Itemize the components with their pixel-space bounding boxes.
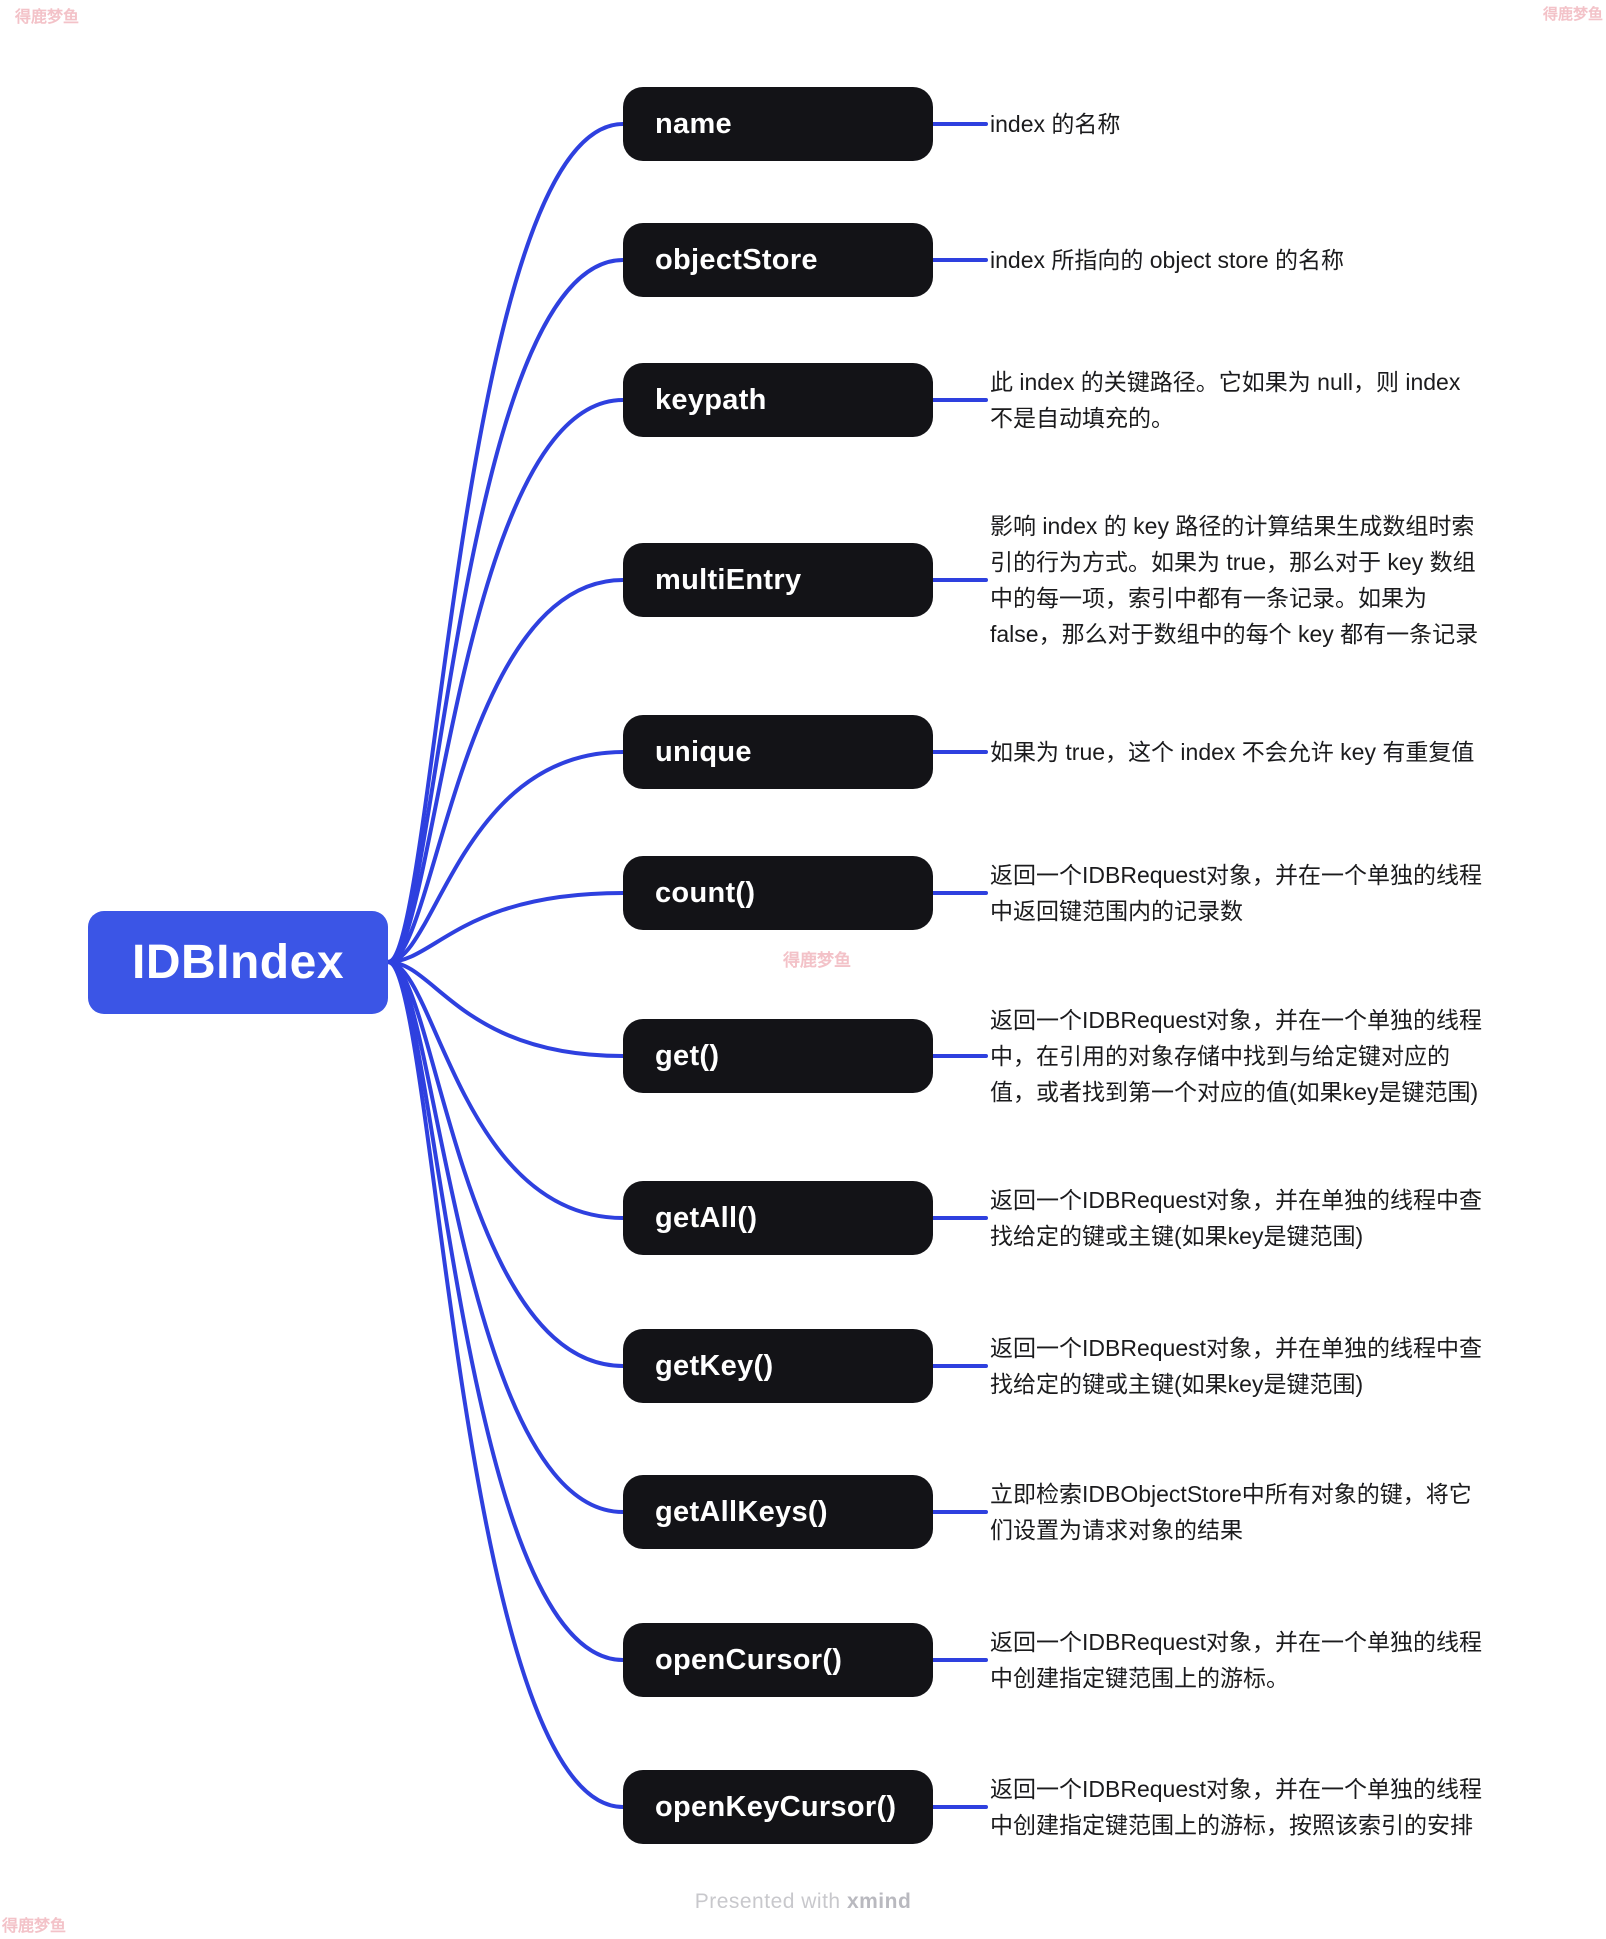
branch-node-openkeycursor[interactable]: openKeyCursor() — [623, 1770, 933, 1844]
branch-node-keypath[interactable]: keypath — [623, 363, 933, 437]
watermark-center: 得鹿梦鱼 — [783, 951, 851, 970]
branch-node-getkey[interactable]: getKey() — [623, 1329, 933, 1403]
branch-node-objectstore[interactable]: objectStore — [623, 223, 933, 297]
branch-node-opencursor[interactable]: openCursor() — [623, 1623, 933, 1697]
branch-description-name: index 的名称 — [990, 111, 1121, 137]
connector-root-to-openkeycursor — [386, 960, 625, 1809]
connector-root-to-getallkeys — [386, 960, 625, 1514]
connector-root-to-opencursor — [386, 960, 625, 1662]
branch-description-opencursor: 返回一个IDBRequest对象，并在一个单独的线程 中创建指定键范围上的游标。 — [990, 1629, 1483, 1691]
branch-node-name[interactable]: name — [623, 87, 933, 161]
branch-node-label: getAll() — [655, 1201, 758, 1234]
connector-root-to-count — [386, 891, 625, 964]
branch-description-keypath: 此 index 的关键路径。它如果为 null，则 index 不是自动填充的。 — [990, 369, 1461, 431]
branch-node-getall[interactable]: getAll() — [623, 1181, 933, 1255]
branch-description-getallkeys: 立即检索IDBObjectStore中所有对象的键，将它 们设置为请求对象的结果 — [990, 1481, 1472, 1543]
footer-credit: Presented with xmind — [0, 1890, 1606, 1914]
branch-description-get: 返回一个IDBRequest对象，并在一个单独的线程 中，在引用的对象存储中找到… — [990, 1007, 1483, 1105]
branch-node-multientry[interactable]: multiEntry — [623, 543, 933, 617]
watermark-top-right: 得鹿梦鱼 — [1543, 6, 1604, 23]
branch-node-label: count() — [655, 876, 756, 909]
branch-node-label: objectStore — [655, 243, 818, 276]
branch-node-label: getAllKeys() — [655, 1495, 828, 1528]
branch-node-label: getKey() — [655, 1349, 774, 1382]
branch-description-getkey: 返回一个IDBRequest对象，并在单独的线程中查 找给定的键或主键(如果ke… — [990, 1335, 1483, 1397]
connector-root-to-getall — [386, 960, 625, 1220]
branch-node-label: keypath — [655, 383, 767, 416]
connector-root-to-unique — [386, 750, 625, 964]
connector-root-to-keypath — [386, 398, 625, 964]
branch-description-unique: 如果为 true，这个 index 不会允许 key 有重复值 — [990, 739, 1475, 765]
branch-node-label: multiEntry — [655, 563, 802, 596]
branch-description-count: 返回一个IDBRequest对象，并在一个单独的线程 中返回键范围内的记录数 — [990, 862, 1483, 924]
branch-description-objectstore: index 所指向的 object store 的名称 — [990, 247, 1345, 273]
branch-description-openkeycursor: 返回一个IDBRequest对象，并在一个单独的线程 中创建指定键范围上的游标，… — [990, 1776, 1483, 1838]
branch-node-count[interactable]: count() — [623, 856, 933, 930]
branch-description-getall: 返回一个IDBRequest对象，并在单独的线程中查 找给定的键或主键(如果ke… — [990, 1187, 1483, 1249]
connector-root-to-objectstore — [386, 258, 625, 964]
watermark-top-left: 得鹿梦鱼 — [15, 9, 80, 26]
root-node-idbindex[interactable]: IDBIndex — [88, 911, 388, 1014]
root-node-label: IDBIndex — [131, 936, 345, 989]
connector-root-to-multientry — [386, 578, 625, 964]
watermark-bottom-left: 得鹿梦鱼 — [2, 1918, 67, 1935]
branch-description-multientry: 影响 index 的 key 路径的计算结果生成数组时索 引的行为方式。如果为 … — [990, 513, 1479, 647]
branch-node-label: openKeyCursor() — [655, 1790, 897, 1823]
connector-root-to-getkey — [386, 960, 625, 1368]
branch-node-label: unique — [655, 735, 752, 768]
footer-xmind-brand: xmind — [846, 1890, 912, 1913]
branch-node-get[interactable]: get() — [623, 1019, 933, 1093]
branch-node-unique[interactable]: unique — [623, 715, 933, 789]
branch-node-label: name — [655, 107, 732, 140]
footer-presented-text: Presented with — [694, 1890, 847, 1913]
branch-node-label: openCursor() — [655, 1643, 843, 1676]
branch-node-label: get() — [655, 1039, 720, 1072]
branch-node-getallkeys[interactable]: getAllKeys() — [623, 1475, 933, 1549]
connector-root-to-get — [386, 960, 625, 1058]
